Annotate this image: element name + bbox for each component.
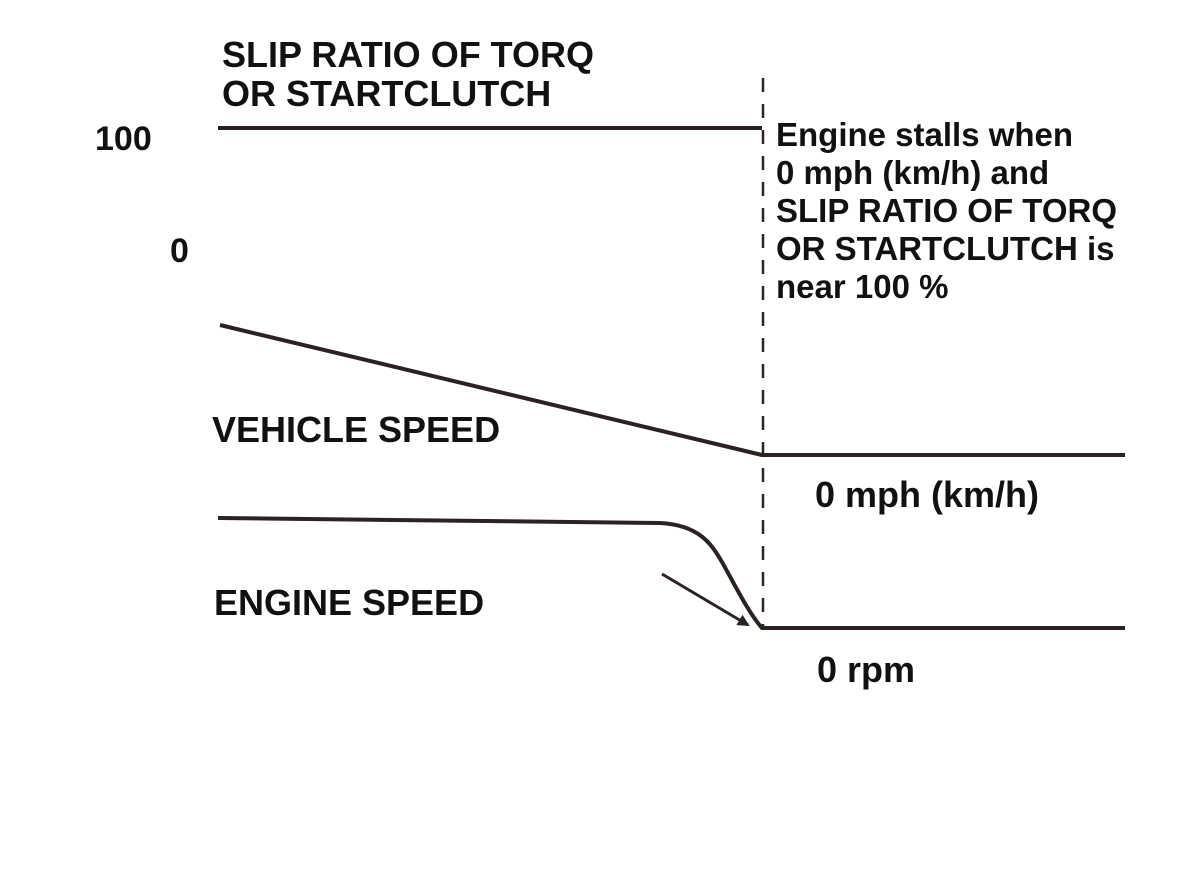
stall-note-line5: near 100 % (776, 268, 949, 305)
stall-note-line2: 0 mph (km/h) and (776, 154, 1050, 191)
vehicle-speed-end-value: 0 mph (km/h) (815, 474, 1040, 515)
stall-note-line4: OR STARTCLUTCH is (776, 230, 1115, 267)
slip-ratio-tick-0: 0 (170, 232, 189, 270)
slip-ratio-title-line1: SLIP RATIO OF TORQ (222, 34, 595, 75)
engine-speed-trace (217, 516, 1125, 630)
stall-condition-note: Engine stalls when 0 mph (km/h) and SLIP… (776, 116, 1117, 306)
slip-ratio-title-line2: OR STARTCLUTCH (222, 73, 552, 114)
vehicle-speed-label: VEHICLE SPEED (212, 409, 501, 450)
slip-ratio-tick-100: 100 (95, 120, 152, 158)
engine-speed-end-value: 0 rpm (817, 649, 916, 690)
stall-pointer-arrow (661, 572, 750, 627)
stall-note-line1: Engine stalls when (776, 116, 1074, 153)
engine-speed-label: ENGINE SPEED (214, 582, 485, 623)
stall-note-line3: SLIP RATIO OF TORQ (776, 192, 1118, 229)
vehicle-speed-trace (219, 323, 1125, 457)
